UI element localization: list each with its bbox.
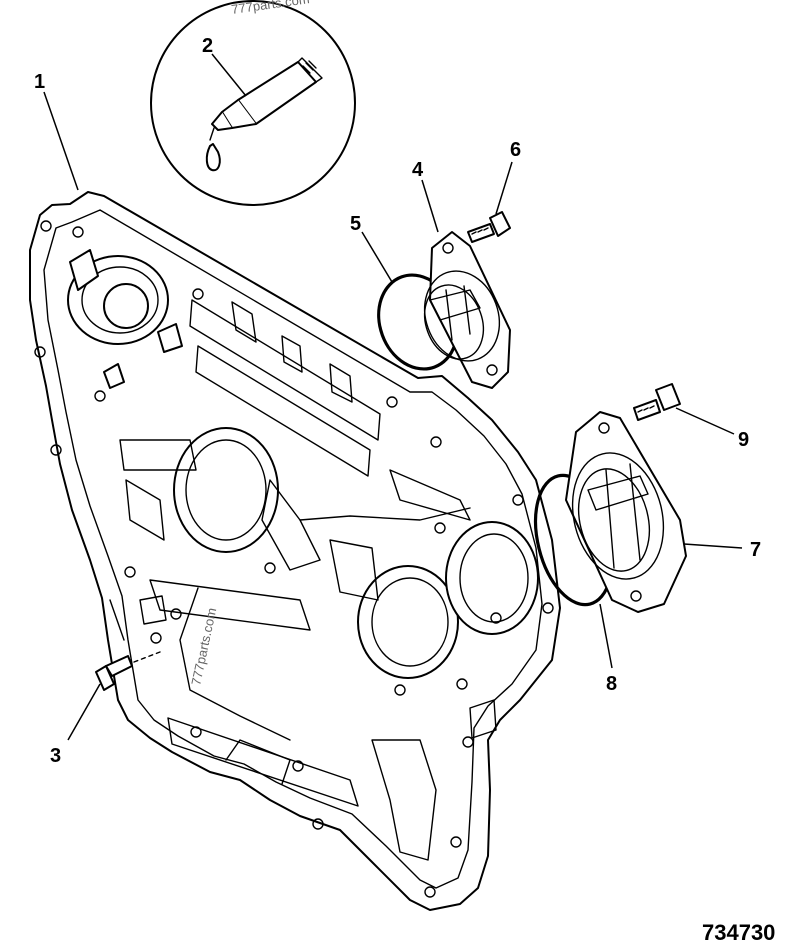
timing-case	[29, 191, 561, 911]
callout-7: 7	[750, 539, 761, 561]
callout-labels: 1 2 3 4 5 6 7 8 9	[34, 35, 761, 767]
callout-2: 2	[202, 35, 213, 57]
right-bore	[445, 521, 539, 635]
mounting-holes	[34, 220, 554, 898]
callout-8: 8	[606, 673, 617, 695]
figure-number: 734730	[702, 920, 775, 945]
leader-9	[675, 407, 735, 435]
sealant-tube	[205, 57, 323, 172]
leader-1	[43, 91, 79, 191]
leader-8	[599, 603, 613, 669]
upper-cover-plate	[423, 231, 511, 389]
leader-7	[683, 543, 743, 549]
top-left-boss	[67, 249, 183, 389]
callout-1: 1	[34, 71, 45, 93]
leader-2	[211, 53, 247, 97]
flange-bolt	[95, 651, 161, 691]
callout-5: 5	[350, 213, 361, 235]
callout-4: 4	[412, 159, 424, 181]
watermark-top: 777parts.com	[230, 0, 310, 17]
lower-cover-plate	[565, 411, 687, 613]
case-ribs	[109, 299, 497, 861]
leader-4	[421, 179, 439, 233]
callout-9: 9	[738, 429, 749, 451]
callout-6: 6	[510, 139, 521, 161]
center-bore	[173, 427, 279, 553]
sealant-detail-inset	[150, 0, 356, 206]
upper-bolt	[467, 211, 511, 243]
upper-cover-assembly	[377, 211, 511, 389]
leader-3	[67, 683, 101, 741]
lower-cover-assembly	[533, 383, 687, 613]
lower-center-bore	[357, 565, 459, 679]
leader-lines	[43, 53, 743, 741]
leader-5	[361, 231, 393, 283]
leader-6	[495, 161, 513, 215]
lower-bolt	[633, 383, 681, 421]
callout-3: 3	[50, 745, 61, 767]
